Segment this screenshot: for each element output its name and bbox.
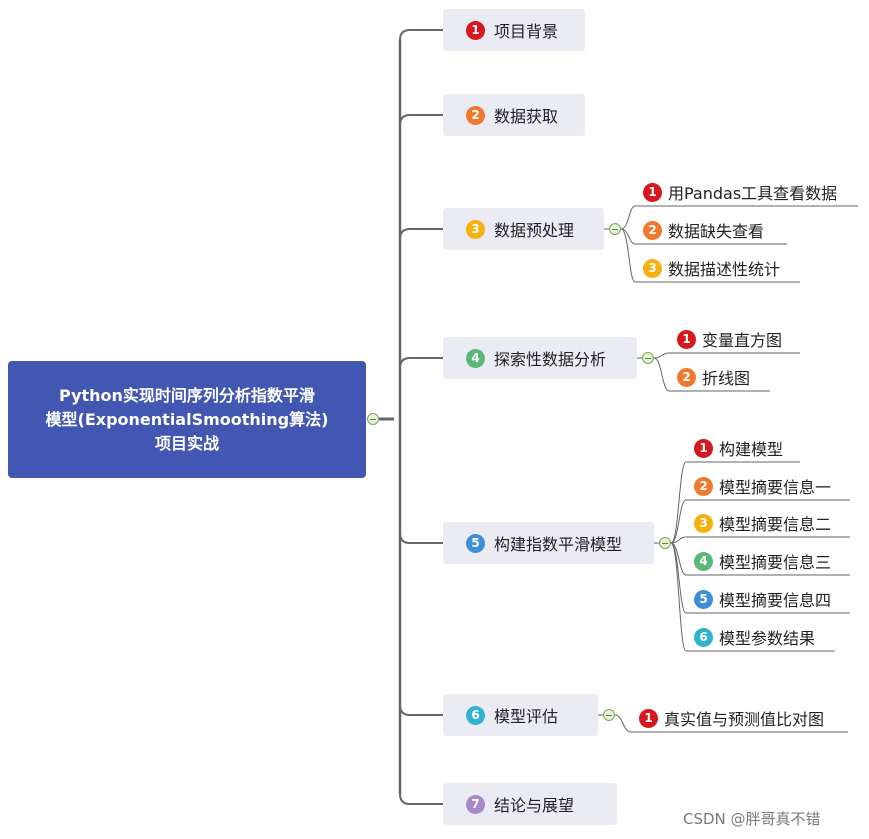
leaf-label: 模型摘要信息二 — [719, 515, 832, 534]
connector-line — [670, 542, 850, 576]
connector-line — [670, 461, 800, 544]
connector-line — [399, 29, 443, 41]
connector-line — [670, 542, 835, 652]
collapse-toggle[interactable] — [659, 537, 671, 549]
number-badge-icon: 2 — [643, 220, 662, 240]
branch-node[interactable]: 3 数据预处理 — [443, 208, 604, 250]
number-badge-icon: 6 — [466, 705, 485, 725]
connector-line — [614, 714, 848, 733]
root-title-line-2: 模型(ExponentialSmoothing算法) — [45, 409, 329, 429]
leaf-label: 模型参数结果 — [719, 629, 816, 648]
number-badge-icon: 1 — [643, 182, 662, 202]
number-badge-icon: 3 — [643, 258, 662, 278]
leaf-node[interactable]: 1 变量直方图 — [677, 324, 782, 354]
branch-label: 构建指数平滑模型 — [494, 535, 623, 554]
connector-line — [399, 704, 443, 716]
number-badge-icon: 5 — [466, 533, 485, 553]
connector-line — [620, 228, 787, 245]
branch-label: 探索性数据分析 — [494, 350, 607, 369]
number-badge-icon: 3 — [694, 513, 713, 533]
leaf-node[interactable]: 1 构建模型 — [694, 433, 783, 463]
number-badge-icon: 1 — [694, 438, 713, 458]
connector-line — [399, 357, 443, 369]
leaf-node[interactable]: 3 模型摘要信息二 — [694, 508, 831, 538]
leaf-label: 真实值与预测值比对图 — [664, 710, 825, 729]
leaf-label: 变量直方图 — [702, 331, 783, 350]
connector-line — [670, 499, 850, 544]
number-badge-icon: 1 — [466, 20, 485, 40]
branch-node[interactable]: 4 探索性数据分析 — [443, 337, 637, 379]
branch-label: 项目背景 — [494, 22, 559, 41]
number-badge-icon: 2 — [677, 367, 696, 387]
collapse-toggle[interactable] — [642, 352, 654, 364]
connector-line — [653, 357, 770, 392]
branch-label: 数据预处理 — [494, 221, 575, 240]
number-badge-icon: 1 — [639, 708, 658, 728]
leaf-label: 构建模型 — [719, 440, 784, 459]
number-badge-icon: 1 — [677, 329, 696, 349]
leaf-node[interactable]: 6 模型参数结果 — [694, 622, 815, 652]
branch-node[interactable]: 6 模型评估 — [443, 694, 598, 736]
number-badge-icon: 2 — [694, 476, 713, 496]
leaf-label: 模型摘要信息一 — [719, 478, 832, 497]
branch-label: 数据获取 — [494, 107, 559, 126]
leaf-node[interactable]: 2 折线图 — [677, 362, 750, 392]
leaf-node[interactable]: 4 模型摘要信息三 — [694, 546, 831, 576]
connector-line — [670, 536, 850, 544]
connector-line — [399, 793, 443, 805]
leaf-label: 模型摘要信息三 — [719, 553, 832, 572]
collapse-toggle[interactable] — [609, 223, 621, 235]
branch-node[interactable]: 1 项目背景 — [443, 9, 585, 51]
branch-label: 模型评估 — [494, 707, 559, 726]
leaf-node[interactable]: 3 数据描述性统计 — [643, 253, 780, 283]
number-badge-icon: 4 — [466, 348, 485, 368]
branch-node[interactable]: 7 结论与展望 — [443, 783, 617, 825]
connector-line — [399, 114, 443, 126]
leaf-label: 用Pandas工具查看数据 — [668, 184, 838, 203]
number-badge-icon: 7 — [466, 794, 485, 814]
watermark: CSDN @胖哥真不错 — [683, 810, 821, 828]
number-badge-icon: 4 — [694, 551, 713, 571]
root-node[interactable]: Python实现时间序列分析指数平滑 模型(ExponentialSmoothi… — [8, 361, 366, 478]
leaf-node[interactable]: 2 模型摘要信息一 — [694, 471, 831, 501]
root-title-line-1: Python实现时间序列分析指数平滑 — [59, 385, 315, 405]
leaf-node[interactable]: 1 用Pandas工具查看数据 — [643, 177, 837, 207]
connector-line — [399, 532, 443, 544]
root-title-line-3: 项目实战 — [154, 433, 219, 453]
branch-node[interactable]: 5 构建指数平滑模型 — [443, 522, 654, 564]
root-collapse-toggle[interactable] — [367, 413, 379, 425]
number-badge-icon: 6 — [694, 627, 713, 647]
connector-line — [620, 228, 800, 283]
connector-line — [653, 352, 800, 359]
number-badge-icon: 5 — [694, 589, 713, 609]
collapse-toggle[interactable] — [603, 709, 615, 721]
connector-line — [620, 205, 858, 230]
leaf-label: 数据描述性统计 — [668, 260, 781, 279]
number-badge-icon: 2 — [466, 105, 485, 125]
leaf-node[interactable]: 2 数据缺失查看 — [643, 215, 764, 245]
branch-node[interactable]: 2 数据获取 — [443, 94, 585, 136]
branch-label: 结论与展望 — [494, 796, 575, 815]
leaf-node[interactable]: 5 模型摘要信息四 — [694, 584, 831, 614]
connector-line — [399, 228, 443, 240]
number-badge-icon: 3 — [466, 219, 485, 239]
leaf-label: 折线图 — [702, 369, 751, 388]
leaf-label: 数据缺失查看 — [668, 222, 765, 241]
leaf-node[interactable]: 1 真实值与预测值比对图 — [639, 703, 824, 733]
leaf-label: 模型摘要信息四 — [719, 591, 832, 610]
